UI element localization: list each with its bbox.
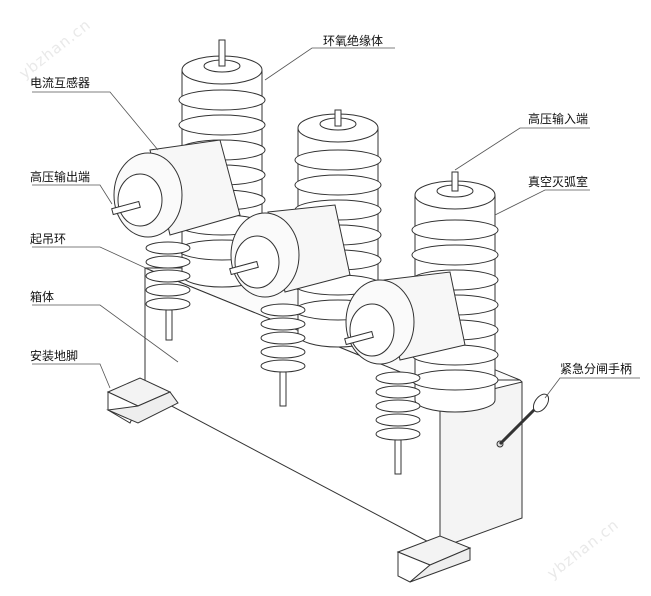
leader-current-transformer <box>32 91 159 151</box>
leader-ring-insulator <box>264 47 395 81</box>
label-lifting-ring: 起吊环 <box>30 232 67 246</box>
label-box: 箱体 <box>30 290 55 304</box>
leader-emergency-handle <box>544 377 640 399</box>
current-transformer-3 <box>344 271 466 475</box>
leader-mounting-foot <box>32 363 111 389</box>
leader-hv-output <box>32 184 113 205</box>
mounting-foot-right <box>396 535 472 583</box>
emergency-handle <box>498 393 550 446</box>
leader-hv-input <box>454 127 590 171</box>
mounting-foot-left <box>106 377 179 424</box>
label-ring-insulator: 环氧绝缘体 <box>323 34 384 48</box>
label-hv-input: 高压输入端 <box>528 112 589 126</box>
label-emergency-handle: 紧急分闸手柄 <box>560 362 633 376</box>
label-current-transformer: 电流互感器 <box>30 76 91 90</box>
label-mounting-foot: 安装地脚 <box>30 349 79 363</box>
leader-lines <box>32 47 640 399</box>
label-vacuum-chamber: 真空灭弧室 <box>528 175 589 189</box>
leader-vacuum-chamber <box>494 189 590 216</box>
current-transformer-2 <box>229 204 351 407</box>
current-transformer-1 <box>111 139 241 341</box>
leader-lifting-ring <box>32 246 151 271</box>
leader-box <box>32 304 179 363</box>
label-hv-output: 高压输出端 <box>30 170 91 184</box>
